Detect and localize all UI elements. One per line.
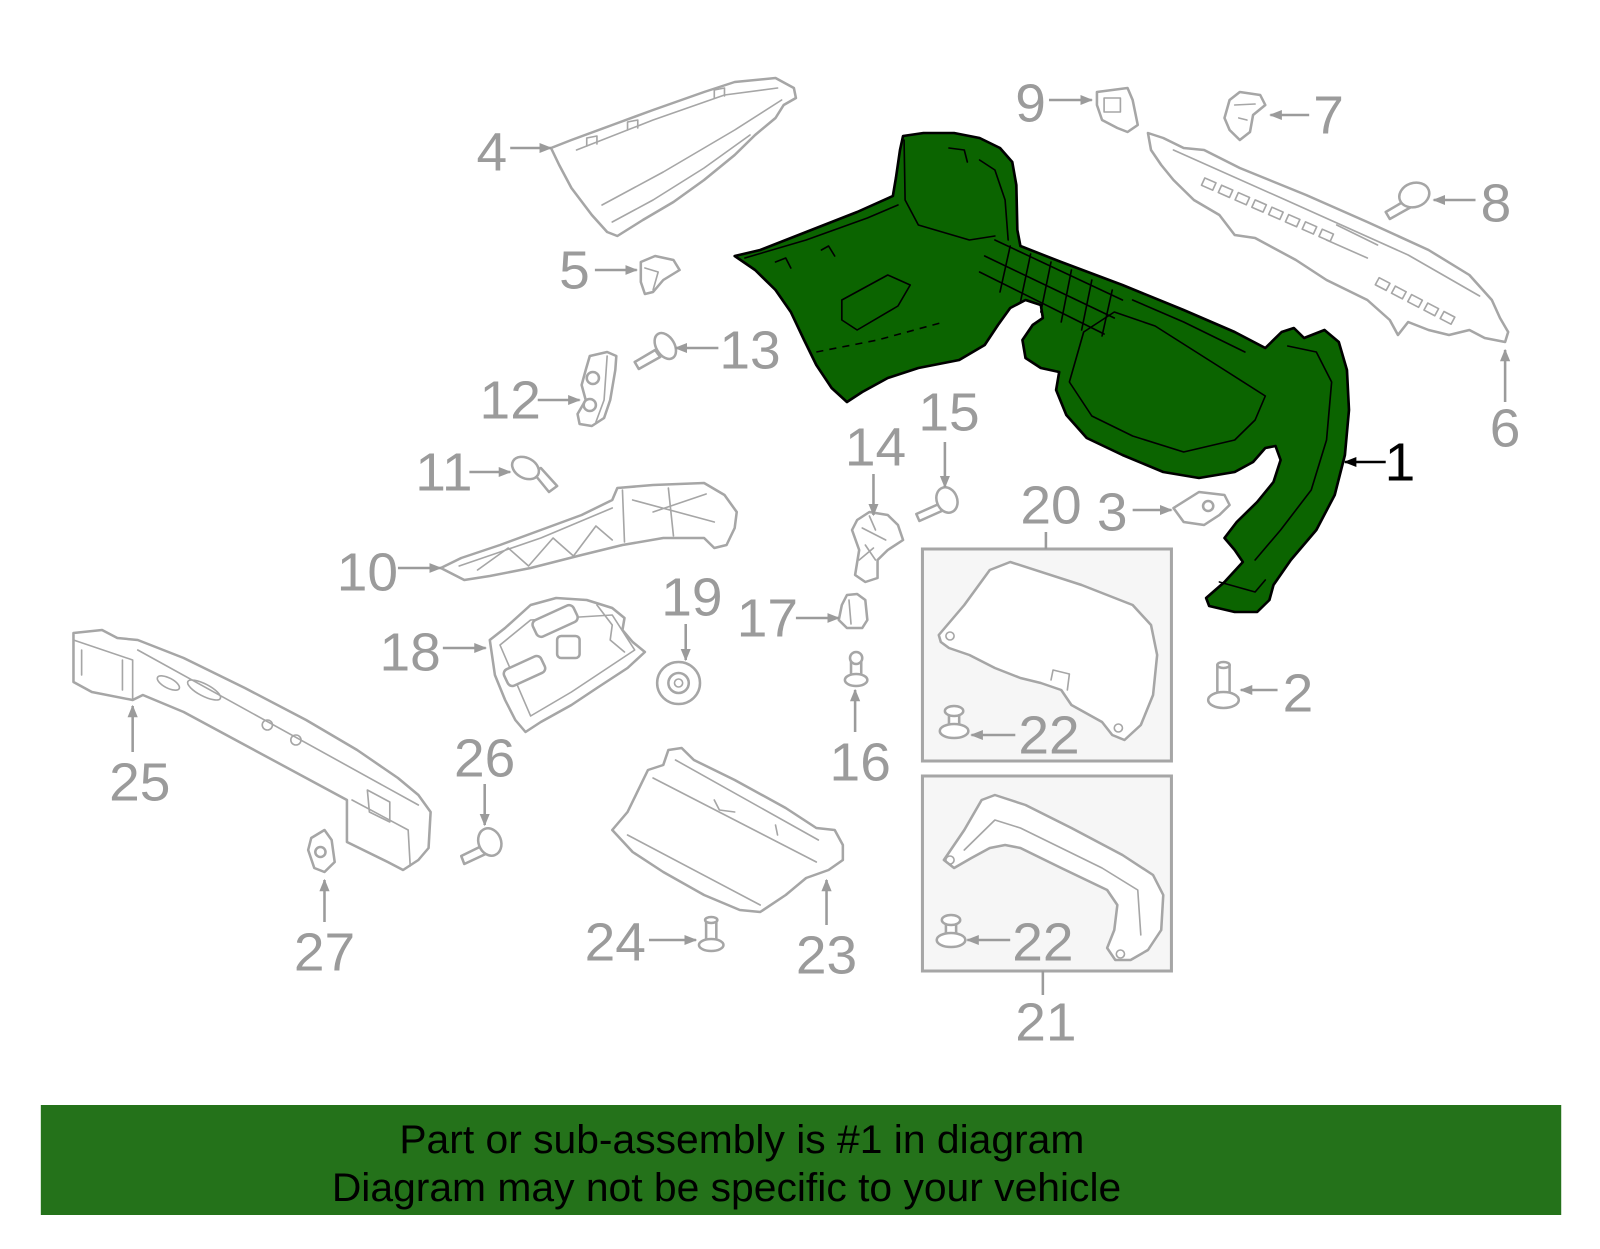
part-12-bracket: [576, 350, 618, 428]
part-7-clip: [1223, 90, 1267, 142]
callout-label: 4: [477, 122, 508, 182]
callout-14: 14: [845, 417, 906, 517]
part-23-deflector: [610, 746, 845, 914]
info-banner: Part or sub-assembly is #1 in diagram Di…: [40, 1105, 1562, 1215]
callout-label: 13: [719, 320, 780, 380]
part-20-group-box: [920, 547, 1173, 763]
callout-label: 21: [1015, 992, 1076, 1052]
part-21-group-box: [920, 774, 1173, 973]
callout-label: 16: [830, 732, 891, 792]
part-17-clip: [837, 592, 869, 630]
callout-label: 15: [918, 382, 979, 442]
callout-13: 13: [674, 320, 781, 380]
part-8-bolt: [1384, 181, 1431, 221]
part-9-bracket: [1095, 86, 1140, 134]
callout-label: 2: [1283, 663, 1314, 723]
callout-25: 25: [109, 704, 170, 812]
part-4-shape: [549, 76, 798, 238]
callout-label: 17: [737, 588, 798, 648]
callout-3: 3: [1097, 482, 1173, 542]
part-27-bracket: [306, 828, 336, 874]
callout-22-top: 22: [970, 705, 1080, 765]
callout-21: 21: [1015, 971, 1077, 1052]
callout-label: 25: [109, 752, 170, 812]
callout-19: 19: [661, 567, 722, 662]
part-15-screw: [915, 486, 959, 523]
callout-22-bottom: 22: [966, 912, 1074, 972]
callout-label: 22: [1012, 912, 1073, 972]
part-13-screw: [633, 331, 678, 371]
part-22-pin-top: [938, 704, 970, 740]
part-1-highlighted-bumper-cover: [733, 131, 1351, 614]
callout-label: 6: [1490, 398, 1521, 458]
part-3-bracket: [1172, 490, 1231, 527]
callout-11: 11: [415, 442, 512, 502]
callout-24: 24: [585, 912, 698, 972]
part-10-bracket: [439, 481, 739, 582]
callout-label: 11: [415, 442, 472, 502]
callout-5: 5: [559, 240, 639, 300]
part-11-bolt: [510, 455, 559, 494]
callout-label: 10: [337, 542, 398, 602]
part-25-reinforcement-beam: [72, 628, 432, 872]
callout-1: 1: [1343, 432, 1416, 492]
part-22-pin-bottom: [935, 913, 967, 949]
part-18-panel: [488, 596, 647, 734]
callout-8: 8: [1432, 173, 1512, 233]
callout-18: 18: [380, 622, 487, 682]
banner-line-1: Part or sub-assembly is #1 in diagram: [399, 1116, 1084, 1162]
part-5-clip: [639, 254, 681, 296]
callout-27: 27: [294, 878, 355, 982]
callout-label: 19: [661, 567, 722, 627]
part-6-energy-absorber: [1146, 131, 1510, 344]
part-2-pin: [1206, 660, 1241, 710]
callout-label: 3: [1097, 482, 1128, 542]
part-16-pin: [843, 650, 869, 688]
part-14-bracket: [850, 510, 905, 584]
callout-label: 7: [1313, 85, 1344, 145]
callout-7: 7: [1269, 85, 1344, 145]
callout-17: 17: [737, 588, 841, 648]
callout-label: 12: [480, 370, 541, 430]
callout-label: 14: [845, 417, 906, 477]
callout-15: 15: [918, 382, 980, 489]
callout-9: 9: [1015, 73, 1094, 133]
callout-23: 23: [796, 878, 857, 985]
callout-2: 2: [1239, 663, 1314, 723]
callout-label: 1: [1385, 432, 1416, 492]
callout-label: 22: [1018, 705, 1079, 765]
callout-label: 24: [585, 912, 646, 972]
callout-label: 5: [559, 240, 590, 300]
callout-16: 16: [830, 688, 891, 792]
callout-label: 20: [1020, 475, 1081, 535]
callout-label: 8: [1481, 173, 1512, 233]
callout-6: 6: [1490, 348, 1521, 458]
callout-10: 10: [337, 542, 443, 602]
callout-label: 9: [1015, 73, 1046, 133]
part-26-bolt: [459, 827, 503, 866]
banner-line-2: Diagram may not be specific to your vehi…: [332, 1164, 1121, 1210]
part-24-pin: [697, 915, 725, 953]
callout-26: 26: [454, 728, 515, 827]
banner-background: [40, 1105, 1562, 1215]
callout-4: 4: [477, 122, 553, 182]
part-19-nut: [655, 660, 702, 706]
callout-20: 20: [1020, 475, 1082, 549]
callout-label: 26: [454, 728, 515, 788]
callout-label: 27: [294, 922, 355, 982]
callout-label: 23: [796, 925, 857, 985]
callout-label: 18: [380, 622, 441, 682]
callout-12: 12: [480, 370, 581, 430]
